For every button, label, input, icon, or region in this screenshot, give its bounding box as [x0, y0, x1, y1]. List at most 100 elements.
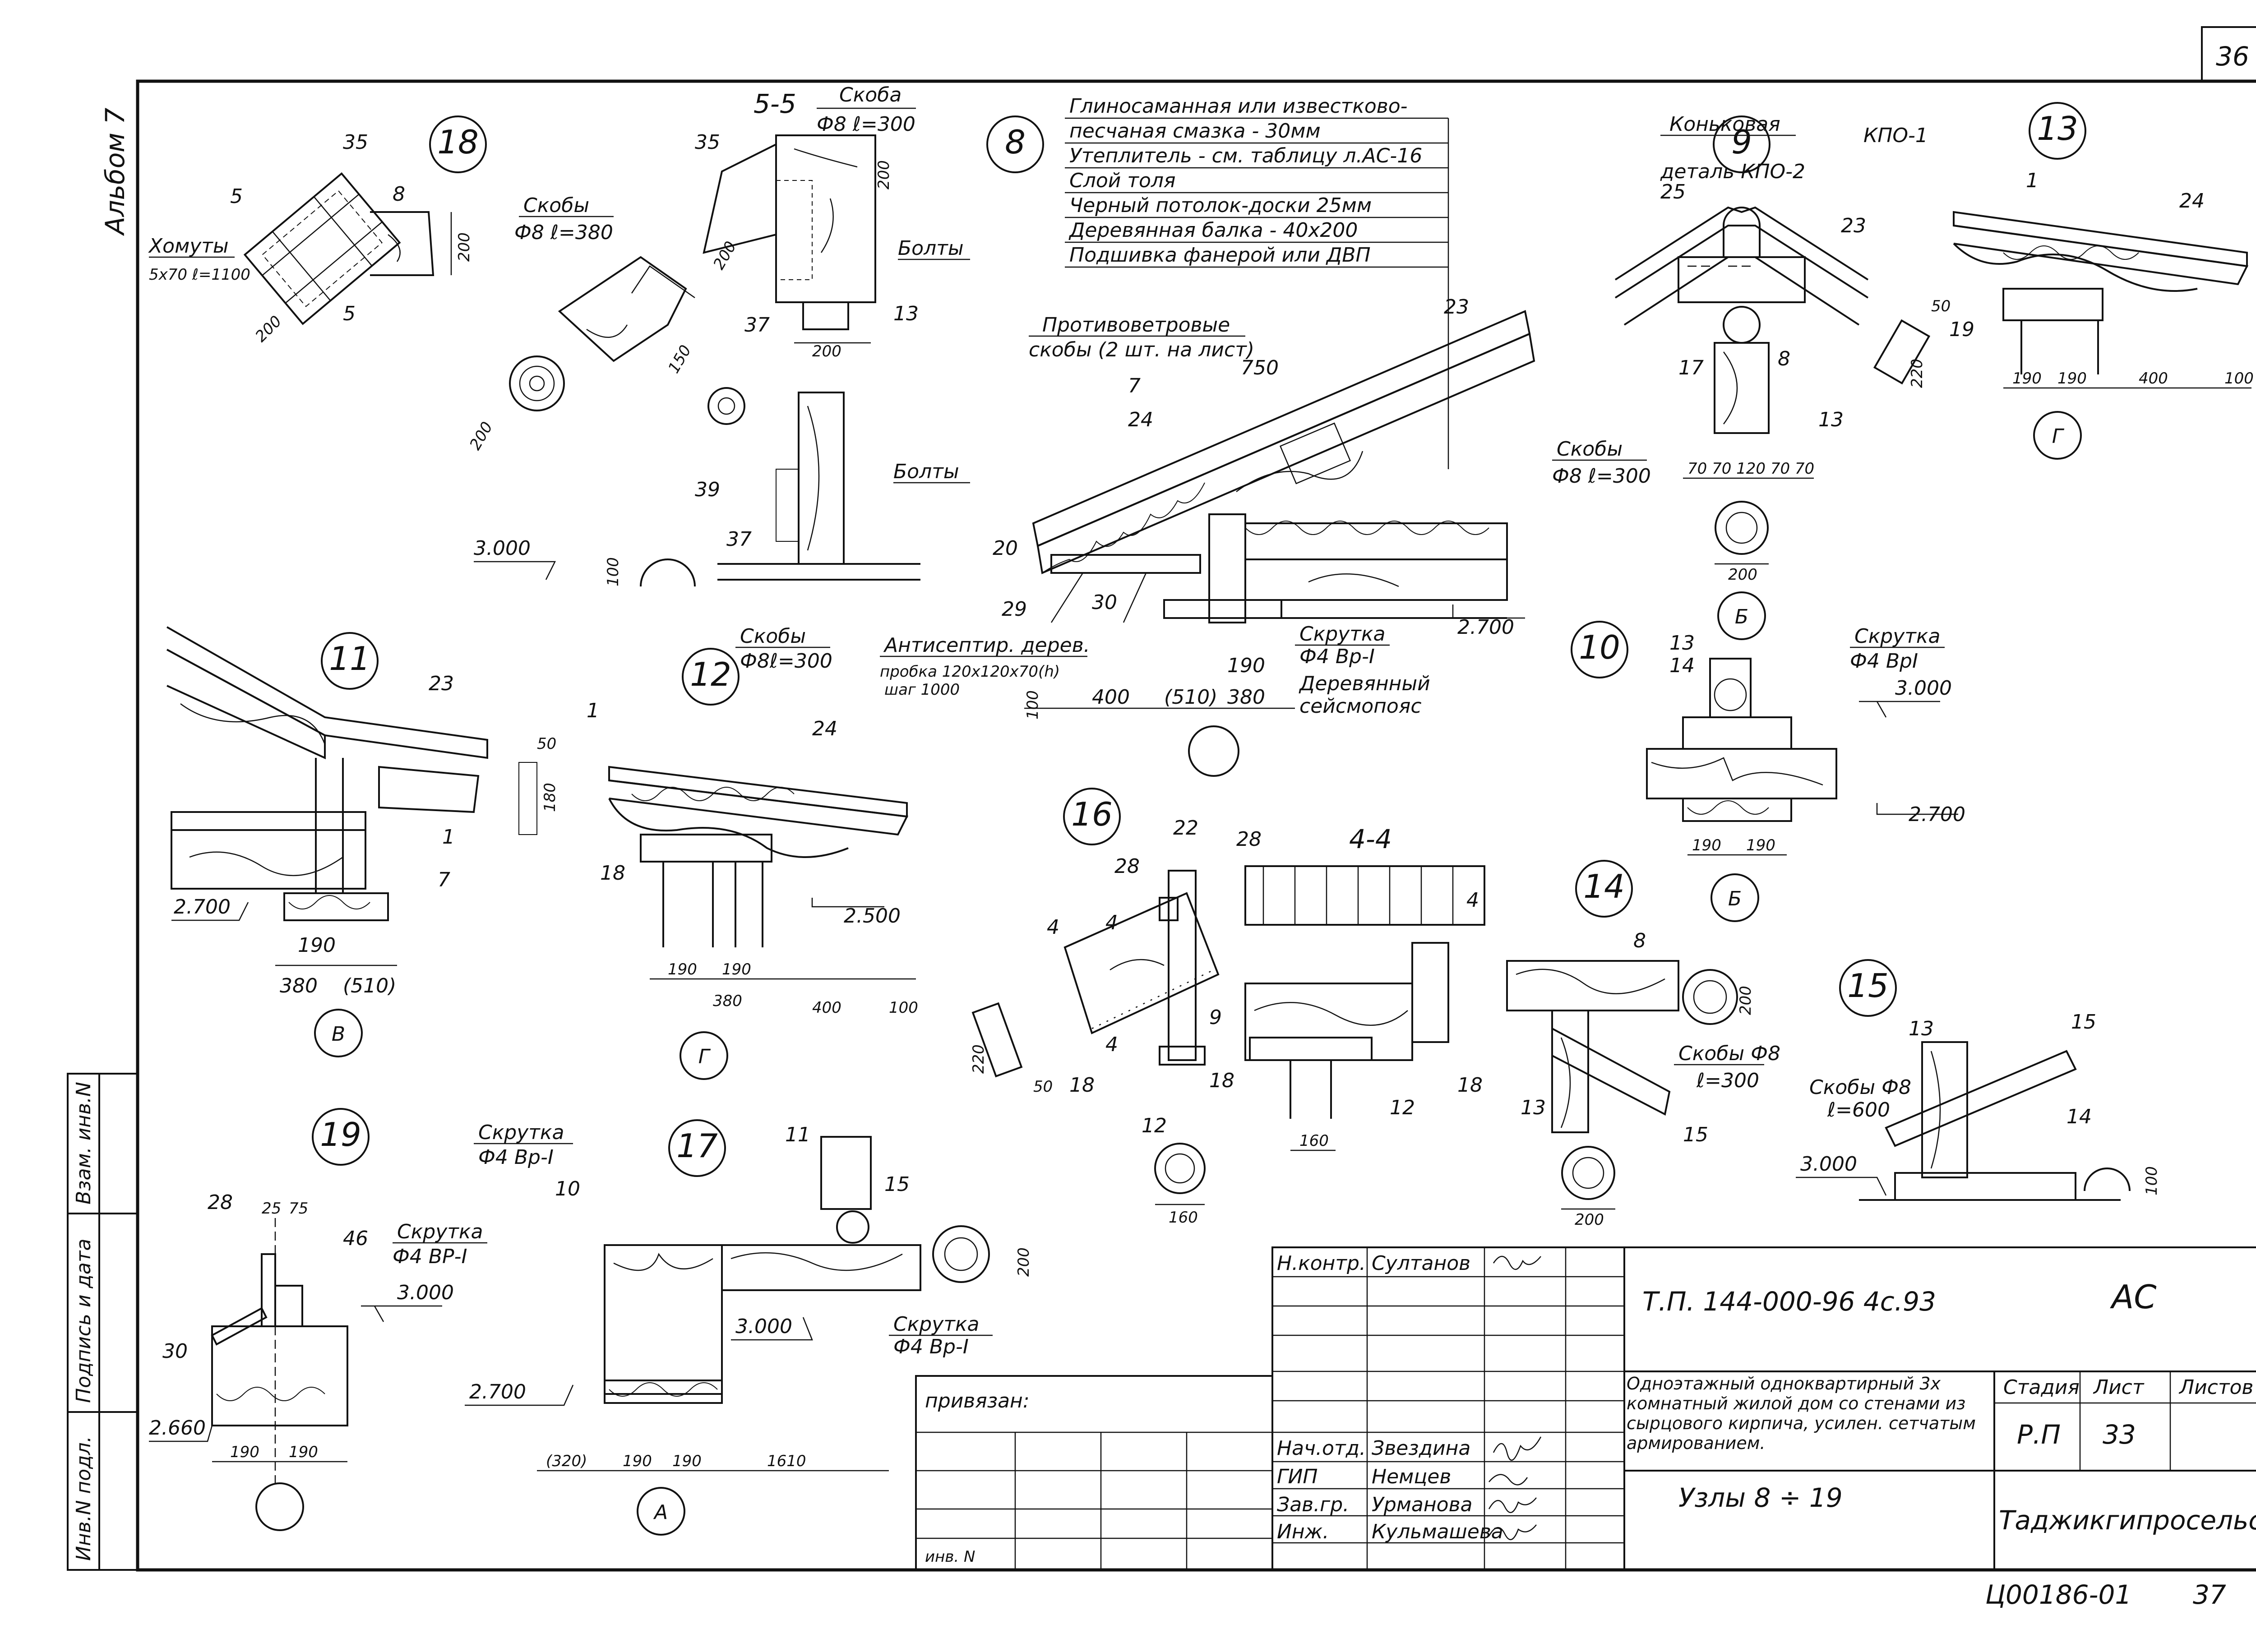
n9-25: 25 — [1660, 180, 1686, 203]
node-8-marker — [986, 115, 1044, 173]
signature-nemtsev — [1489, 1474, 1528, 1486]
n9-skoby: Скобы — [1557, 438, 1623, 461]
axis-b1: Б — [1735, 605, 1748, 628]
n18-200b: 200 — [252, 312, 285, 346]
n18-5b: 5 — [343, 302, 356, 325]
legend8-2: Утеплитель - см. таблицу л.АС-16 — [1069, 144, 1422, 167]
axis-b2: Б — [1728, 887, 1742, 910]
n13-24: 24 — [2179, 189, 2205, 212]
skoby-a-spec: Ф8 ℓ=380 — [514, 221, 613, 244]
description: Одноэтажный одноквартирный 3х комнатный … — [1627, 1374, 1976, 1453]
n9-8: 8 — [1778, 347, 1790, 370]
sheet-header: Лист — [2093, 1376, 2145, 1399]
signature-kulmasheva — [1488, 1524, 1537, 1540]
n14-200a: 200 — [1737, 986, 1755, 1015]
n8-seism1: Деревянный — [1299, 672, 1430, 695]
section-5-5-detail: 5-5 Скоба Ф8 ℓ=300 35 200 200 Болты 37 1… — [695, 83, 970, 360]
n55-37: 37 — [744, 314, 770, 337]
n55-200c: 200 — [812, 342, 841, 360]
corner-number-box — [2201, 26, 2256, 82]
n9-skoby-spec: Ф8 ℓ=300 — [1552, 465, 1651, 488]
n11-1: 1 — [442, 826, 455, 849]
n13-100: 100 — [2224, 369, 2254, 388]
n16-4a: 4 — [1105, 911, 1118, 934]
n15-13: 13 — [1909, 1017, 1934, 1040]
axis-g2: Г — [2052, 425, 2065, 448]
n17-190b: 190 — [672, 1452, 702, 1470]
legend8-3: Слой толя — [1069, 169, 1176, 192]
node-18-number: 18 — [437, 123, 479, 161]
n16-18b: 18 — [1209, 1069, 1234, 1092]
node-11-number: 11 — [329, 640, 370, 678]
n12-180: 180 — [541, 783, 559, 812]
n9-konkovaya: Коньковая — [1669, 113, 1780, 136]
rafter-junction-detail: Скобы Ф8 ℓ=380 200 150 — [466, 194, 745, 453]
n19-46: 46 — [343, 1227, 368, 1250]
name-1: Звездина — [1372, 1437, 1470, 1460]
n11-2700: 2.700 — [174, 895, 231, 918]
n13-220: 220 — [1908, 359, 1926, 388]
n19-30: 30 — [162, 1340, 188, 1363]
n16-220: 220 — [970, 1044, 988, 1074]
node-15-number: 15 — [1847, 967, 1889, 1005]
axis-g1: Г — [698, 1045, 711, 1068]
n12-100: 100 — [889, 999, 918, 1017]
node-16-marker — [1063, 788, 1121, 845]
stage-header: Стадия — [2003, 1376, 2080, 1399]
skoby-a: Скобы — [523, 194, 589, 217]
n10-13: 13 — [1669, 632, 1695, 655]
node-17-detail: 17 Скрутка Ф4 Вр-I 10 11 15 200 3.000 Ск… — [465, 1119, 1033, 1536]
n15-14: 14 — [2066, 1105, 2092, 1128]
n12-50: 50 — [537, 735, 556, 753]
sheet-value: 33 — [2103, 1419, 2136, 1450]
n11-7: 7 — [438, 868, 450, 891]
n55-skoba: Скоба — [839, 83, 901, 106]
node-17-number: 17 — [676, 1127, 718, 1165]
n17-3000: 3.000 — [735, 1315, 792, 1338]
node-8-detail: 8 Глиносаманная или известково- песчаная… — [880, 95, 1535, 777]
n8-7: 7 — [1128, 374, 1141, 397]
n19-skrutka: Скрутка — [397, 1220, 483, 1243]
n18-homuty-spec: 5х70 ℓ=1100 — [149, 266, 250, 284]
node-12-number: 12 — [690, 655, 731, 693]
column-bolts-detail: 39 Болты 37 3.000 100 Скобы Ф8ℓ=300 — [474, 392, 970, 673]
n17-1610: 1610 — [767, 1452, 806, 1470]
n8-anti2: пробка 120х120х70(h) — [880, 663, 1060, 681]
node-10-number: 10 — [1579, 628, 1620, 666]
node-12-marker — [682, 648, 740, 706]
section-5-5-title: 5-5 — [754, 88, 796, 119]
n10-190b: 190 — [1746, 836, 1775, 854]
node-8-legend: Глиносаманная или известково- песчаная с… — [1065, 95, 1449, 469]
signature-urmanova — [1488, 1497, 1537, 1513]
title-block: привязан: инв. N Н.контр. Султанов Нач.о… — [915, 1246, 2256, 1571]
n19-190a: 190 — [230, 1443, 259, 1461]
n8-380: 380 — [1227, 686, 1265, 709]
n18-homuty: Хомуты — [148, 235, 229, 258]
node-12-detail: 12 1 24 50 180 18 2.500 190 190 380 400 … — [518, 648, 918, 1080]
n11-380: 380 — [280, 974, 318, 997]
left-stamp: Инв.N подл. Подпись и дата Взам. инв.N — [67, 1073, 139, 1571]
node-9-detail: 9 Коньковая деталь КПО-2 КПО-1 25 23 17 … — [1552, 113, 1928, 640]
n13-400: 400 — [2139, 369, 2168, 388]
n8-anti3: шаг 1000 — [884, 681, 960, 699]
node-11-marker — [321, 632, 379, 690]
n8-190: 190 — [1227, 654, 1265, 677]
inv-label: инв. N — [925, 1548, 975, 1566]
n17-skrutka-spec: Ф4 Вр-I — [478, 1146, 554, 1169]
n8-skrutka-spec: Ф4 Вр-I — [1299, 645, 1375, 668]
node-15-marker — [1839, 959, 1897, 1017]
n13-19: 19 — [1949, 318, 1974, 341]
node-17-marker — [668, 1119, 726, 1177]
n8-20: 20 — [993, 537, 1018, 560]
level-3000a: 3.000 — [474, 537, 531, 560]
n19-190b: 190 — [289, 1443, 318, 1461]
n16-4b: 4 — [1047, 916, 1059, 939]
skoby3-spec: Ф8ℓ=300 — [740, 650, 832, 673]
n10-skrutka: Скрутка — [1854, 625, 1940, 648]
legend8-6: Подшивка фанерой или ДВП — [1069, 244, 1371, 267]
n10-3000: 3.000 — [1895, 677, 1952, 700]
album-label: Альбом 7 — [100, 108, 130, 236]
n19-75: 75 — [289, 1200, 308, 1218]
n11-23: 23 — [429, 672, 454, 695]
